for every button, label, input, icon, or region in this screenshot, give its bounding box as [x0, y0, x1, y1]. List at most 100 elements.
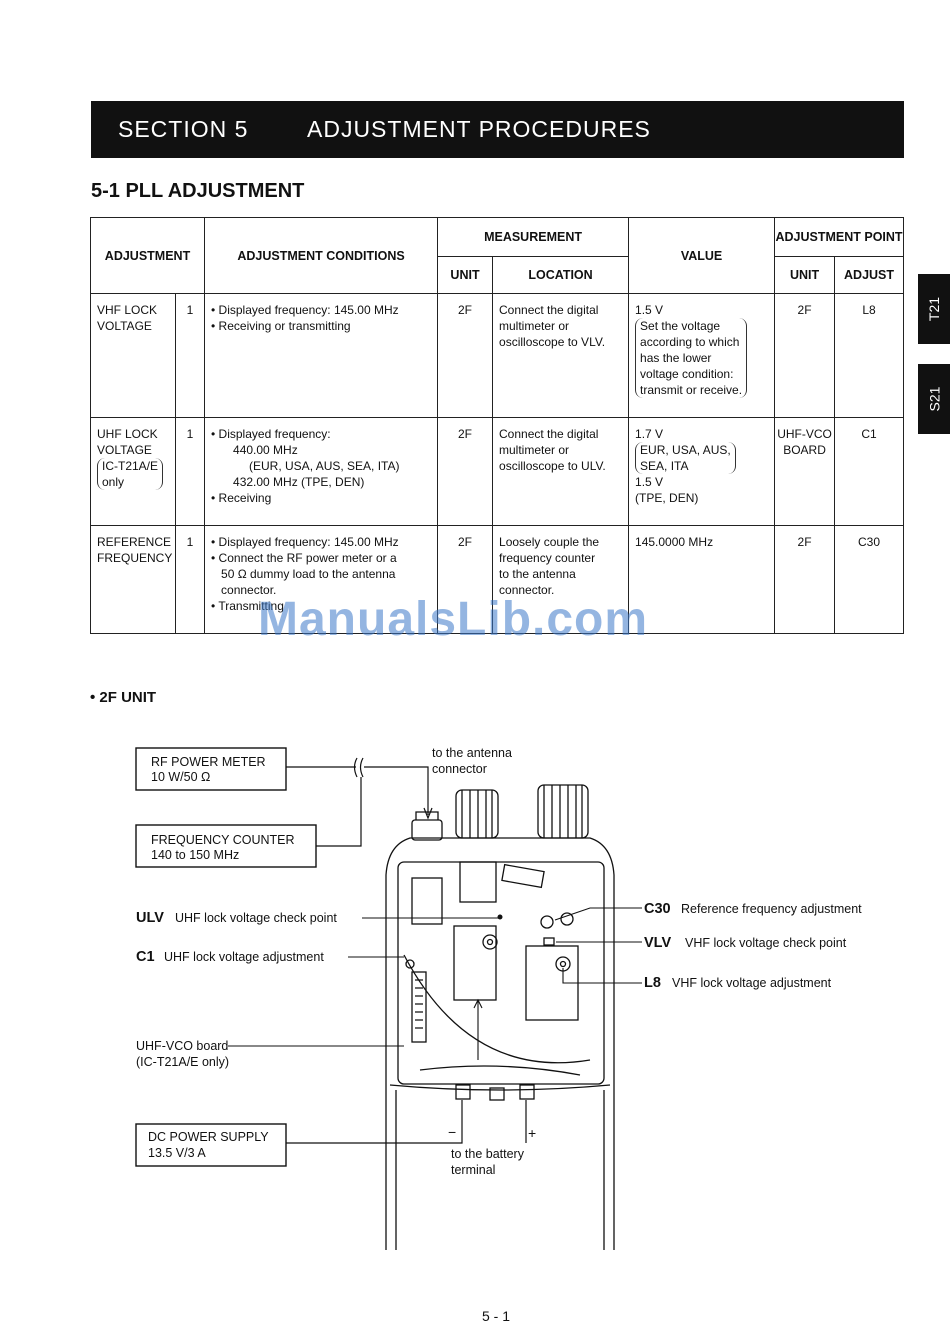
- cell-location: Connect the digital multimeter or oscill…: [492, 417, 630, 526]
- power-wire: [286, 1100, 527, 1144]
- location-line: multimeter or: [499, 319, 570, 333]
- condition-line: (EUR, USA, AUS, SEA, ITA): [249, 459, 400, 473]
- value-note-line: transmit or receive.: [640, 383, 743, 397]
- rf-meter-line: RF POWER METER: [151, 755, 266, 769]
- condition-line: • Receiving or transmitting: [211, 319, 351, 333]
- cell-value: 1.5 V Set the voltage according to which…: [628, 293, 776, 418]
- side-tab-label: S21: [925, 386, 942, 412]
- cell-conditions: • Displayed frequency: 145.00 MHz • Conn…: [204, 525, 439, 634]
- cell-point-unit: UHF-VCO BOARD: [774, 417, 836, 526]
- condition-line: 50 Ω dummy load to the antenna: [221, 567, 396, 581]
- condition-line: connector.: [221, 583, 277, 597]
- location-line: frequency counter: [499, 551, 596, 565]
- plus-sign: +: [528, 1125, 536, 1141]
- cell-unit: 2F: [437, 293, 494, 418]
- cell-value: 1.7 V EUR, USA, AUS, SEA, ITA 1.5 V (TPE…: [628, 417, 776, 526]
- l8-text: VHF lock voltage adjustment: [672, 976, 832, 990]
- condition-line: • Connect the RF power meter or a: [211, 551, 397, 565]
- section-banner: SECTION 5 ADJUSTMENT PROCEDURES: [91, 101, 904, 158]
- cell-adjustment: VHF LOCK VOLTAGE: [90, 293, 176, 418]
- watermark: ManualsLib.com: [258, 593, 649, 646]
- header-measurement: MEASUREMENT: [437, 217, 630, 257]
- battery-label: terminal: [451, 1163, 495, 1177]
- dc-supply-line: 13.5 V/3 A: [148, 1146, 206, 1160]
- dc-power-supply-box: [135, 1123, 287, 1167]
- cell-step: 1: [174, 417, 206, 526]
- section-number: SECTION 5: [118, 116, 249, 142]
- ulv-text: UHF lock voltage check point: [175, 911, 337, 925]
- condition-line: • Receiving: [211, 491, 272, 505]
- c30-code: C30: [644, 901, 671, 917]
- location-line: oscilloscope to VLV.: [499, 335, 606, 349]
- adjustment-note-line: only: [102, 475, 125, 489]
- condition-line: • Transmitting: [211, 599, 284, 613]
- cell-adjustment: REFERENCE FREQUENCY: [90, 525, 176, 634]
- c1-code: C1: [136, 949, 155, 965]
- counter-line: 140 to 150 MHz: [151, 848, 239, 862]
- point-unit-line: BOARD: [783, 443, 826, 457]
- header-value: VALUE: [628, 217, 776, 294]
- counter-wire: [316, 777, 362, 847]
- cell-value: 145.0000 MHz: [628, 525, 776, 634]
- cell-conditions: • Displayed frequency: 440.00 MHz (EUR, …: [204, 417, 439, 526]
- value-note-line: SEA, ITA: [640, 459, 689, 473]
- ulv-test-point: [497, 914, 503, 920]
- value-note-line: Set the voltage: [640, 319, 721, 333]
- location-line: connector.: [499, 583, 555, 597]
- section-title: ADJUSTMENT PROCEDURES: [307, 116, 651, 142]
- adjustment-line: VOLTAGE: [97, 443, 152, 457]
- adjustment-line: REFERENCE: [97, 535, 172, 549]
- header-adjustment-point: ADJUSTMENT POINT: [774, 217, 905, 257]
- adjustment-line: UHF LOCK: [97, 427, 158, 441]
- frequency-counter-box: [135, 824, 317, 868]
- cell-location: Loosely couple the frequency counter to …: [492, 525, 630, 634]
- cell-point-adjust: C1: [834, 417, 905, 526]
- cell-location: Connect the digital multimeter or oscill…: [492, 293, 630, 418]
- cell-unit: 2F: [437, 525, 494, 634]
- table-row: UHF LOCK VOLTAGE IC-T21A/E only 1 • Disp…: [90, 417, 905, 526]
- header-point-adjust: ADJUST: [834, 256, 905, 294]
- header-conditions: ADJUSTMENT CONDITIONS: [204, 217, 439, 294]
- value-line: 1.5 V: [635, 475, 664, 489]
- condition-line: • Displayed frequency:: [211, 427, 331, 441]
- battery-label: to the battery: [451, 1147, 525, 1161]
- cell-unit: 2F: [437, 417, 494, 526]
- antenna-label: connector: [432, 762, 487, 776]
- vlv-code: VLV: [644, 935, 671, 951]
- header-unit: UNIT: [437, 256, 494, 294]
- side-tab-s21: S21: [918, 364, 950, 434]
- cell-point-unit: 2F: [774, 293, 836, 418]
- dc-supply-line: DC POWER SUPPLY: [148, 1130, 269, 1144]
- coupling-symbol: [353, 757, 364, 778]
- adjustment-line: VHF LOCK: [97, 303, 158, 317]
- location-line: Connect the digital: [499, 303, 599, 317]
- condition-line: • Displayed frequency: 145.00 MHz: [211, 535, 399, 549]
- cell-adjustment: UHF LOCK VOLTAGE IC-T21A/E only: [90, 417, 176, 526]
- pll-adjustment-table: ADJUSTMENT ADJUSTMENT CONDITIONS MEASURE…: [89, 217, 905, 634]
- cell-point-adjust: L8: [834, 293, 905, 418]
- value-line: (TPE, DEN): [635, 491, 699, 505]
- uhf-board-label: (IC-T21A/E only): [136, 1055, 229, 1069]
- antenna-label: to the antenna: [432, 746, 512, 760]
- location-line: Connect the digital: [499, 427, 599, 441]
- header-point-unit: UNIT: [774, 256, 836, 294]
- vlv-text: VHF lock voltage check point: [685, 936, 847, 950]
- value-note: EUR, USA, AUS, SEA, ITA: [635, 442, 736, 474]
- adjustment-line: VOLTAGE: [97, 319, 152, 333]
- header-adjustment: ADJUSTMENT: [89, 217, 206, 294]
- cell-step: 1: [174, 293, 206, 418]
- ulv-code: ULV: [136, 910, 164, 926]
- location-line: Loosely couple the: [499, 535, 600, 549]
- value-note-line: according to which: [640, 335, 740, 349]
- rf-meter-line: 10 W/50 Ω: [151, 770, 210, 784]
- value-line: 1.5 V: [635, 303, 664, 317]
- header-location: LOCATION: [492, 256, 630, 294]
- condition-line: • Displayed frequency: 145.00 MHz: [211, 303, 399, 317]
- location-line: multimeter or: [499, 443, 570, 457]
- value-note-line: has the lower: [640, 351, 712, 365]
- c30-text: Reference frequency adjustment: [681, 902, 862, 916]
- value-note-line: EUR, USA, AUS,: [640, 443, 731, 457]
- location-line: oscilloscope to ULV.: [499, 459, 606, 473]
- side-tab-t21: T21: [918, 274, 950, 344]
- point-unit-line: UHF-VCO: [777, 427, 832, 441]
